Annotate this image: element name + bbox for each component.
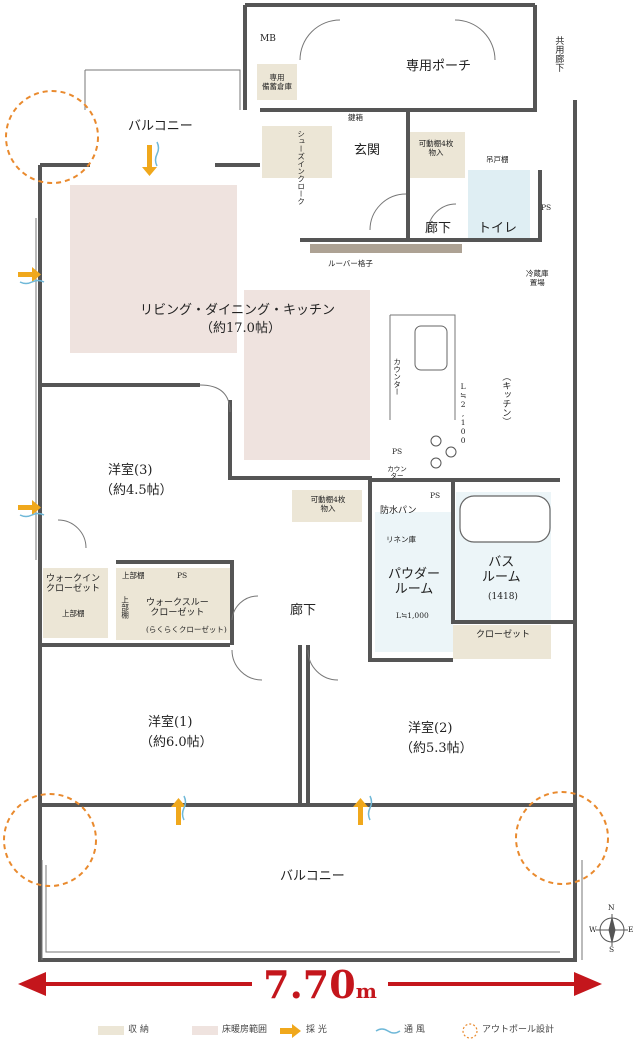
toilet-area — [468, 170, 530, 238]
western3-size: （約4.5帖） — [100, 483, 173, 498]
compass-icon — [596, 914, 628, 946]
upper-shelf-2-label: 上部棚 — [122, 571, 145, 580]
ldk-name: リビング・ダイニング・キッチン — [140, 303, 336, 318]
hall-1-label: 廊下 — [425, 221, 452, 236]
western2-name: 洋室(2) — [408, 721, 453, 736]
dimension-unit: m — [355, 979, 377, 1003]
bathroom-label: バス ルーム — [482, 555, 521, 585]
sink-unit — [414, 325, 448, 371]
balcony-top-label: バルコニー — [128, 119, 193, 134]
private-porch-label: 専用ポーチ — [406, 59, 472, 74]
legend-daylight: 採 光 — [306, 1025, 327, 1035]
powder-room-fill — [375, 512, 453, 652]
legend-floor-heating: 床暖房範囲 — [222, 1025, 268, 1035]
shared-corridor-label: 共用廊下 — [553, 36, 564, 72]
upper-shelf-1-label: 上部棚 — [62, 609, 85, 618]
ps-4-label: PS — [177, 571, 188, 580]
western2-size: （約5.3帖） — [400, 741, 473, 756]
storage-areas — [43, 64, 551, 659]
floor-heating-zone-2 — [244, 290, 370, 460]
compass-n: N — [608, 903, 615, 912]
movable-shelf-2-label: 可動棚4枚 物入 — [310, 495, 346, 513]
western1-name: 洋室(1) — [148, 715, 193, 730]
legend-daylight-icon — [280, 1024, 301, 1038]
private-storage-label: 専用 備蓄倉庫 — [262, 73, 292, 91]
doors — [57, 19, 496, 681]
legend-ventilation: 通 風 — [404, 1025, 425, 1035]
legend-floor-heating-swatch — [192, 1026, 218, 1035]
western3-name: 洋室(3) — [108, 463, 153, 478]
western1-size: （約6.0帖） — [140, 735, 213, 750]
upper-shelf-3-label: 上部棚 — [120, 596, 130, 619]
outpole-rings — [3, 90, 609, 887]
compass-w: W — [589, 925, 597, 934]
floor-heating-zone-1 — [70, 185, 237, 353]
waterproof-pan-label: 防水パン — [380, 506, 417, 516]
legend-storage: 収 納 — [128, 1025, 149, 1035]
powder-room-label: パウダー ルーム — [388, 567, 441, 597]
kitchen-length-label: L≒2,100 — [458, 382, 468, 445]
walls — [38, 3, 577, 962]
louver-label: ルーバー格子 — [328, 259, 373, 268]
fridge-label: 冷蔵庫 置場 — [526, 269, 549, 287]
bath-size-label: (1418) — [488, 592, 518, 602]
counter-small-label: カウンター — [387, 465, 407, 481]
dimension-label: 7.70m — [252, 962, 388, 1008]
toilet-label: トイレ — [478, 221, 518, 236]
legend-storage-swatch — [98, 1026, 124, 1035]
walk-through-sub-label: (らくらくクローゼット) — [146, 625, 227, 634]
ps-1-label: PS — [541, 203, 552, 212]
daylight-arrows — [18, 145, 368, 825]
mb-label: MB — [260, 34, 276, 44]
legend-outpole-icon — [462, 1023, 478, 1039]
counter-label: カウンター — [392, 358, 402, 396]
legend-outpole: アウトポール設計 — [482, 1025, 555, 1035]
ldk-size: （約17.0帖） — [200, 321, 281, 336]
linen-label: リネン庫 — [386, 535, 416, 544]
bathtub — [459, 495, 551, 543]
louver-hatch — [310, 244, 462, 253]
dimension-value: 7.70 — [263, 962, 356, 1007]
legend-wind-icon — [375, 1028, 401, 1034]
compass-s: S — [609, 945, 615, 954]
balcony-bottom-label: バルコニー — [280, 869, 345, 884]
hall-2-label: 廊下 — [290, 603, 317, 618]
vanity-length-label: L≒1,000 — [396, 611, 429, 620]
ps-3-label: PS — [430, 491, 441, 500]
wind-marks — [19, 141, 373, 821]
key-box-label: 鍵箱 — [348, 113, 363, 122]
walk-in-closet-label: ウォークイン クローゼット — [46, 574, 101, 595]
closet-label: クローゼット — [476, 630, 531, 640]
kitchen-label: （キッチン） — [500, 372, 511, 426]
ps-2-label: PS — [392, 447, 403, 456]
movable-shelf-1-label: 可動棚4枚 物入 — [418, 139, 454, 157]
hand-wash-label: 吊戸棚 — [486, 155, 509, 164]
walk-through-label: ウォークスルー クローゼット — [146, 598, 209, 619]
entrance-label: 玄関 — [354, 143, 381, 158]
compass-e: E — [628, 925, 634, 934]
shoes-closet-label: シューズインクローク — [296, 130, 306, 205]
